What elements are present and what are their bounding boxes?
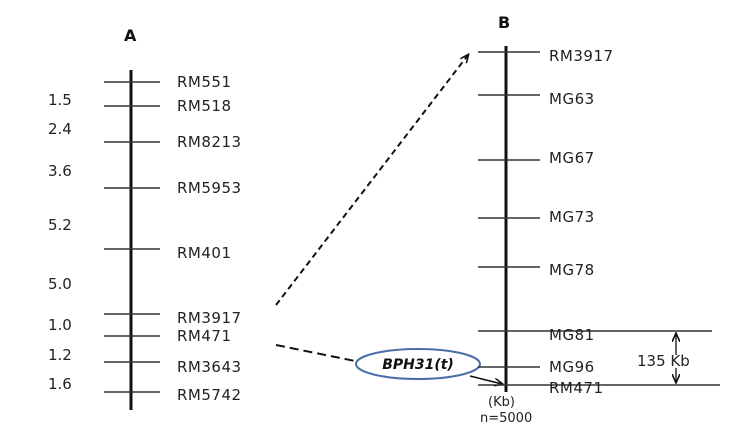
population-size: n=5000 xyxy=(480,411,532,426)
interval-size-label: 135 Kb xyxy=(637,352,690,370)
marker-a-label: RM3643 xyxy=(177,358,242,376)
distance-label: 3.6 xyxy=(48,162,72,180)
marker-a-label: RM401 xyxy=(177,244,232,262)
distance-label: 5.0 xyxy=(48,275,72,293)
marker-b-label: MG67 xyxy=(549,149,595,167)
marker-b-label: MG78 xyxy=(549,261,595,279)
distance-label: 1.2 xyxy=(48,346,72,364)
panel-b-label: B xyxy=(498,13,510,32)
map-b-ticks xyxy=(478,51,720,386)
marker-a-label: RM5742 xyxy=(177,386,242,404)
map-b-unit: (Kb) xyxy=(488,395,515,410)
marker-b-label: MG81 xyxy=(549,326,595,344)
map-a-ticks xyxy=(104,81,160,393)
map-b-marker-labels: RM3917 MG63 MG67 MG73 MG78 MG81 MG96 RM4… xyxy=(549,47,614,397)
distance-label: 2.4 xyxy=(48,120,72,138)
gene-ellipse xyxy=(355,348,481,380)
marker-b-label: RM3917 xyxy=(549,47,614,65)
marker-b-label: MG63 xyxy=(549,90,595,108)
gene-callout: BPH31(t) xyxy=(355,348,481,380)
distance-label: 5.2 xyxy=(48,216,72,234)
map-a-marker-labels: RM551 RM518 RM8213 RM5953 RM401 RM3917 R… xyxy=(177,73,242,404)
distance-label: 1.6 xyxy=(48,375,72,393)
zoom-arrow-bottom-segment xyxy=(275,344,361,363)
map-a-distance-labels: 1.5 2.4 3.6 5.2 5.0 1.0 1.2 1.6 xyxy=(48,91,72,393)
marker-a-label: RM8213 xyxy=(177,133,242,151)
gene-name: BPH31(t) xyxy=(382,357,454,373)
marker-a-label: RM3917 xyxy=(177,309,242,327)
marker-a-label: RM551 xyxy=(177,73,232,91)
zoom-arrow-bottom-head xyxy=(469,375,502,384)
marker-b-label: MG96 xyxy=(549,358,595,376)
marker-a-label: RM471 xyxy=(177,327,232,345)
distance-label: 1.5 xyxy=(48,91,72,109)
marker-b-label: RM471 xyxy=(549,379,604,397)
panel-a-label: A xyxy=(124,26,137,45)
marker-b-label: MG73 xyxy=(549,208,595,226)
distance-label: 1.0 xyxy=(48,316,72,334)
zoom-arrow-top xyxy=(275,55,468,306)
interval-bracket: 135 Kb xyxy=(637,334,690,382)
marker-a-label: RM5953 xyxy=(177,179,242,197)
marker-a-label: RM518 xyxy=(177,97,232,115)
